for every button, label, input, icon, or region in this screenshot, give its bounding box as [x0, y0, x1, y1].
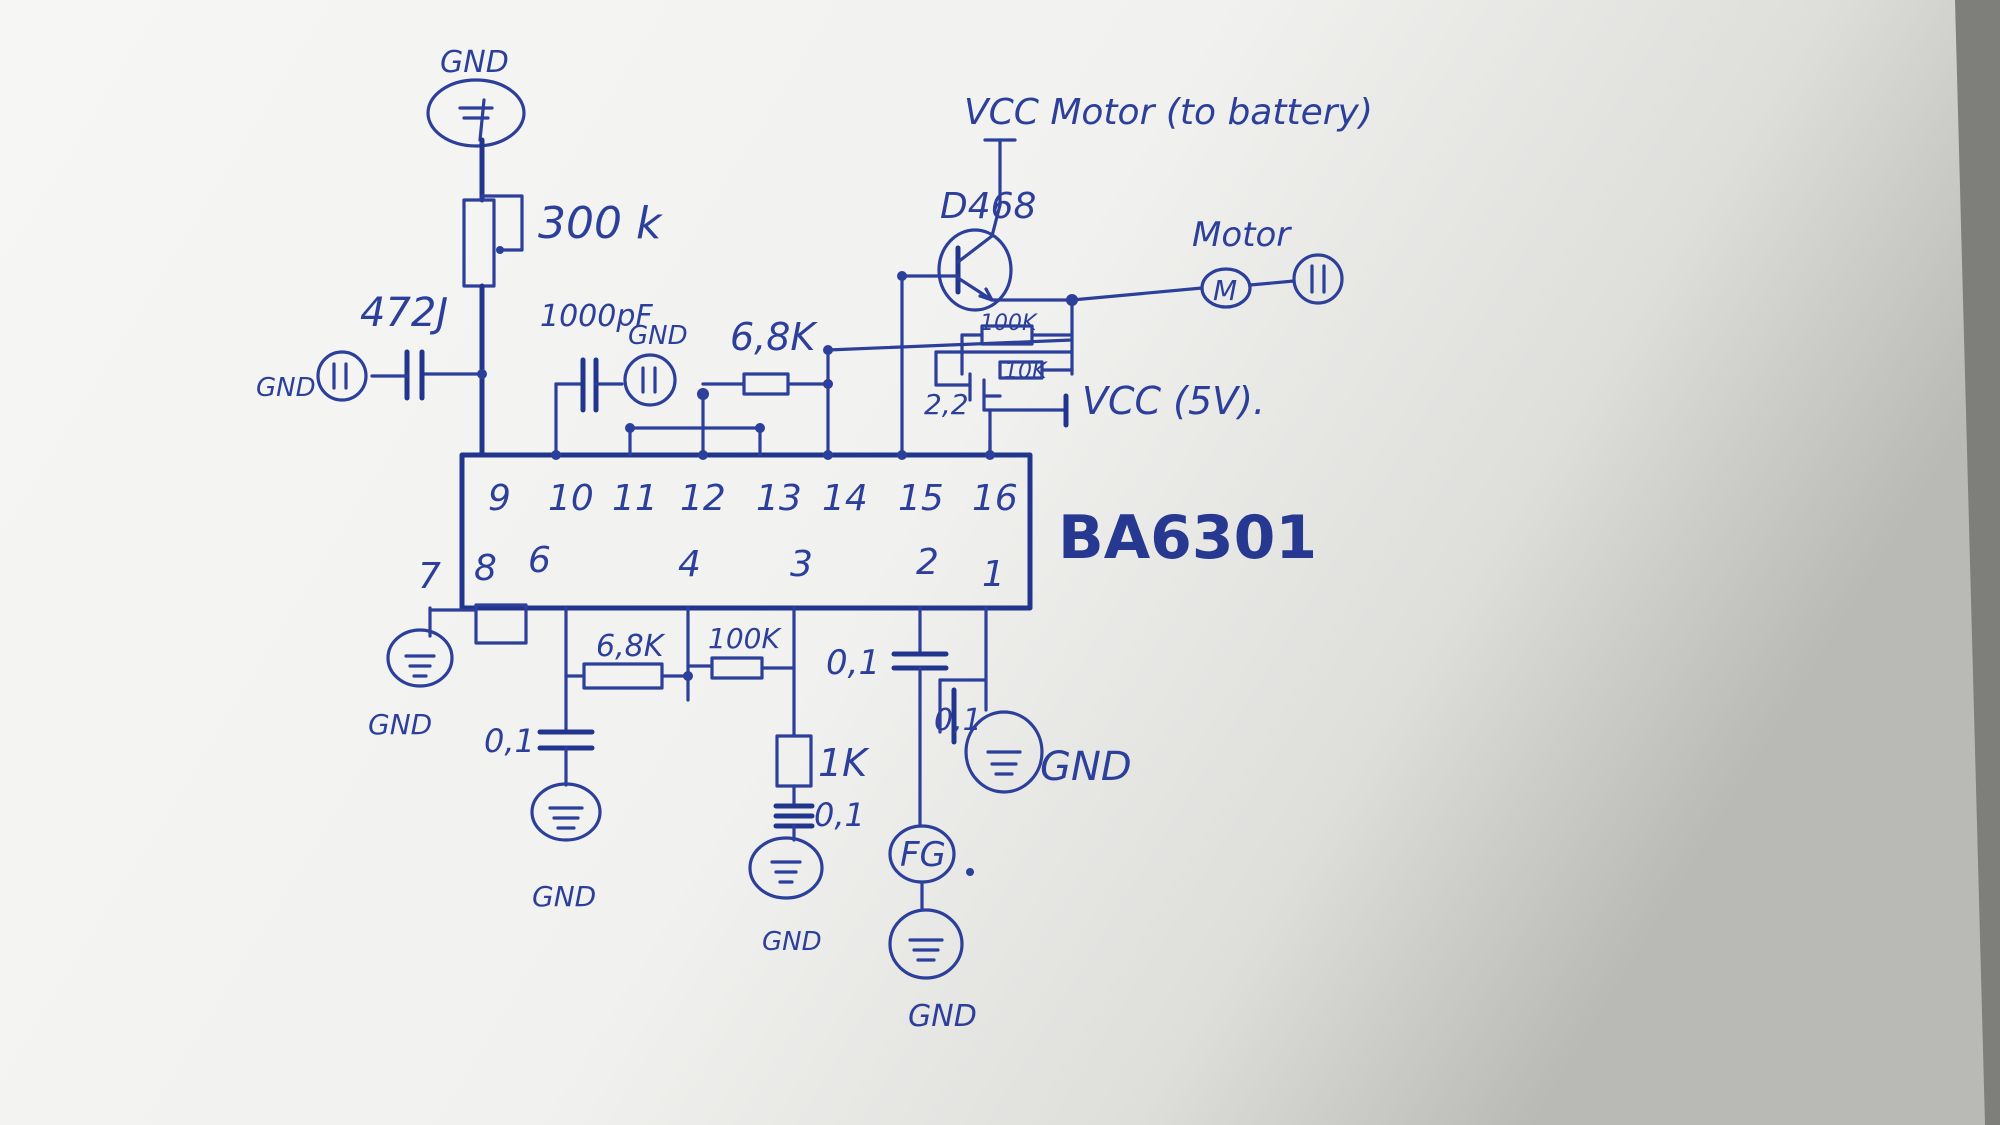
- label-fg: FG: [900, 835, 946, 875]
- pins-11-13-bus: [625, 388, 765, 460]
- label-gnd-fg: GND: [908, 999, 977, 1034]
- ic-pin-16: 16: [972, 478, 1018, 519]
- ic-pin-9: 9: [488, 478, 511, 519]
- label-vcc-5v: VCC (5V).: [1082, 379, 1265, 423]
- gnd-symbol-1000pf: [623, 353, 677, 407]
- label-300k: 300 k: [538, 198, 663, 249]
- label-472j: 472J: [360, 290, 448, 336]
- label-cap-01-pin2: 0,1: [826, 643, 880, 683]
- label-cap-01-pin3: 0,1: [814, 796, 865, 834]
- label-gnd-pin3: GND: [762, 927, 822, 957]
- label-gnd-1000pf: GND: [628, 321, 688, 351]
- label-motor-m: M: [1213, 274, 1237, 307]
- capacitor-472j: [370, 349, 487, 401]
- ic-pin-2: 2: [916, 542, 939, 583]
- label-1000pf: 1000pF: [540, 299, 653, 334]
- ic-pin-1: 1: [982, 554, 1005, 595]
- gnd-symbol-left: [316, 350, 368, 402]
- label-1k: 1K: [818, 741, 870, 785]
- transistor-d468: [900, 138, 1078, 312]
- pin-2-fg-gnd: [888, 606, 974, 980]
- ic-pin-14: 14: [822, 478, 868, 519]
- pin-1-cap-gnd: [938, 606, 1044, 794]
- label-cap-01-pin1: 0,1: [934, 703, 982, 738]
- label-d468: D468: [940, 186, 1036, 227]
- ic-body: [459, 452, 1033, 611]
- ic-pin-13: 13: [756, 478, 802, 519]
- gnd-symbol-top: [426, 78, 526, 148]
- label-6-8k-bottom: 6,8K: [596, 629, 666, 664]
- ic-top-pin-numbers: 9 10 11 12 13 14 15 16: [488, 478, 1018, 519]
- ic-pin-10: 10: [548, 478, 594, 519]
- ic-pin-8: 8: [474, 548, 497, 589]
- ic-pin-7: 7: [418, 556, 441, 597]
- ic-pin-6: 6: [528, 540, 551, 581]
- pin-8-7-ground: [386, 603, 528, 688]
- label-gnd-pin7: GND: [368, 708, 432, 741]
- label-gnd-left: GND: [256, 373, 316, 403]
- label-gnd-pin1: GND: [1040, 744, 1132, 790]
- ic-pin-15: 15: [898, 478, 944, 519]
- label-2-2: 2,2: [924, 388, 969, 421]
- label-gnd-top: GND: [440, 45, 509, 80]
- pin-3-1k-cap-gnd: [748, 606, 824, 900]
- resistor-network-100k-10k: [934, 298, 1074, 460]
- ic-pin-11: 11: [612, 478, 658, 519]
- label-gnd-pin6: GND: [532, 880, 596, 913]
- label-6-8k-top: 6,8K: [730, 315, 818, 359]
- ic-pin-3: 3: [790, 544, 813, 585]
- label-motor-title: Motor: [1192, 215, 1292, 255]
- label-10k: 10K: [1004, 359, 1048, 384]
- ic-pin-12: 12: [680, 478, 726, 519]
- label-100k-bottom: 100K: [708, 622, 782, 655]
- resistor-6-8k-top: [701, 345, 833, 460]
- resistors-bottom: [564, 606, 796, 702]
- ic-pin-4: 4: [678, 544, 701, 585]
- label-100k-top: 100K: [980, 311, 1038, 336]
- motor-connection: [1070, 253, 1344, 309]
- label-cap-01-pin6: 0,1: [484, 722, 535, 760]
- capacitor-1000pf: [551, 357, 624, 460]
- pin-6-cap-to-gnd: [530, 606, 602, 842]
- label-vcc-motor: VCC Motor (to battery): [964, 92, 1373, 133]
- label-ic-name: BA6301: [1058, 503, 1317, 573]
